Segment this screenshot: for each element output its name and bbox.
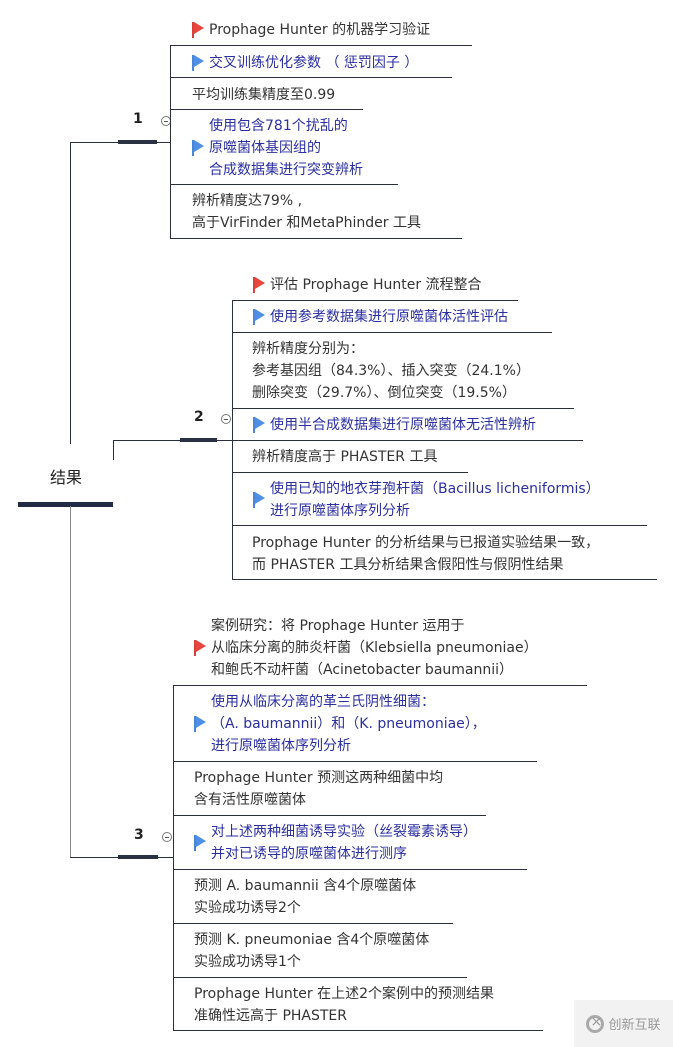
divider	[232, 472, 468, 473]
blue-flag-icon	[192, 140, 205, 156]
branch-3-node-active-prophage[interactable]: Prophage Hunter 预测这两种细菌中均 含有活性原噬菌体	[194, 770, 444, 808]
divider	[232, 579, 657, 580]
divider	[232, 408, 574, 409]
brand-logo-icon	[586, 1014, 605, 1033]
divider	[232, 332, 552, 333]
divider	[173, 815, 486, 816]
branch-3-spine	[173, 685, 174, 1031]
divider	[173, 1030, 543, 1031]
branch-2-connector	[113, 440, 180, 441]
red-flag-icon	[253, 277, 266, 293]
branch-3-bar-link	[158, 857, 174, 858]
trunk-line-upper	[70, 142, 71, 444]
branch-2-node-accuracy-breakdown[interactable]: 辨析精度分别为： 参考基因组（84.3%）、插入突变（24.1%） 删除突变（2…	[252, 341, 530, 401]
divider	[170, 184, 398, 185]
branch-1-node-cross-training[interactable]: 交叉训练优化参数 （ 惩罚因子 ）	[192, 52, 418, 74]
divider	[232, 440, 583, 441]
branch-1-node-training-accuracy[interactable]: 平均训练集精度至0.99	[192, 87, 336, 103]
red-flag-icon	[192, 22, 205, 38]
watermark-text: 创新互联	[608, 1018, 661, 1033]
branch-1-node-synthetic-dataset[interactable]: 使用包含781个扰乱的 原噬菌体基因组的 合成数据集进行突变辨析	[192, 115, 363, 181]
blue-flag-icon	[253, 417, 266, 433]
branch-2-bar-link	[217, 440, 233, 441]
branch-3-node-case-study[interactable]: 案例研究：将 Prophage Hunter 运用于 从临床分离的肺炎杆菌（Kl…	[194, 615, 538, 681]
branch-2-number[interactable]: 2	[194, 409, 204, 425]
branch-1-spine	[170, 45, 171, 239]
blue-flag-icon	[253, 492, 266, 508]
branch-2-underline	[180, 438, 217, 442]
divider	[173, 869, 527, 870]
branch-3-connector	[70, 857, 118, 858]
trunk-line-lower	[70, 506, 71, 858]
divider	[173, 923, 453, 924]
divider	[232, 525, 647, 526]
divider	[173, 685, 587, 686]
branch-2-node-reference-dataset[interactable]: 使用参考数据集进行原噬菌体活性评估	[253, 306, 508, 328]
divider	[170, 45, 472, 46]
branch-2-node-phaster-compare[interactable]: 辨析精度高于 PHASTER 工具	[252, 449, 438, 465]
divider	[173, 977, 467, 978]
root-node-label[interactable]: 结果	[50, 468, 83, 487]
branch-3-node-kpneumoniae[interactable]: 预测 K. pneumoniae 含4个原噬菌体 实验成功诱导1个	[194, 932, 430, 970]
divider	[232, 300, 518, 301]
branch-3-node-conclusion[interactable]: Prophage Hunter 在上述2个案例中的预测结果 准确性远高于 PHA…	[194, 986, 494, 1024]
divider	[173, 761, 537, 762]
branch-2-node-semi-synthetic[interactable]: 使用半合成数据集进行原噬菌体无活性辨析	[253, 414, 536, 436]
blue-flag-icon	[192, 55, 205, 71]
branch-2-node-consistency[interactable]: Prophage Hunter 的分析结果与已报道实验结果一致， 而 PHAST…	[252, 535, 600, 573]
branch-1-underline	[118, 140, 157, 144]
divider	[170, 238, 462, 239]
branch-3-node-gram-negative[interactable]: 使用从临床分离的革兰氏阴性细菌： （A. baumannii）和（K. pneu…	[194, 691, 486, 757]
branch-3-underline	[118, 855, 158, 859]
branch-3-node-induction[interactable]: 对上述两种细菌诱导实验（丝裂霉素诱导） 并对已诱导的原噬菌体进行测序	[194, 821, 477, 865]
branch-1-connector	[70, 142, 118, 143]
divider	[170, 109, 363, 110]
branch-3-number[interactable]: 3	[134, 827, 144, 843]
red-flag-icon	[194, 640, 207, 656]
blue-flag-icon	[253, 309, 266, 325]
branch-1-node-result[interactable]: 辨析精度达79% , 高于VirFinder 和MetaPhinder 工具	[192, 193, 421, 231]
watermark: 创新互联	[574, 1000, 673, 1047]
divider	[170, 77, 452, 78]
branch-2-node-bacillus[interactable]: 使用已知的地衣芽孢杆菌（Bacillus licheniformis） 进行原噬…	[253, 478, 600, 522]
branch-3-collapse-toggle[interactable]	[162, 832, 172, 842]
blue-flag-icon	[194, 835, 207, 851]
branch-1-number[interactable]: 1	[133, 111, 143, 127]
branch-1-bar-link	[157, 142, 171, 143]
blue-flag-icon	[194, 716, 207, 732]
root-node-underline	[18, 502, 113, 507]
branch-2-node-title[interactable]: 评估 Prophage Hunter 流程整合	[253, 274, 482, 296]
branch-2-collapse-toggle[interactable]	[221, 414, 231, 424]
branch-1-node-title[interactable]: Prophage Hunter 的机器学习验证	[192, 19, 430, 41]
branch-3-node-abaumannii[interactable]: 预测 A. baumannii 含4个原噬菌体 实验成功诱导2个	[194, 878, 417, 916]
branch-2-root-stub	[113, 440, 114, 460]
